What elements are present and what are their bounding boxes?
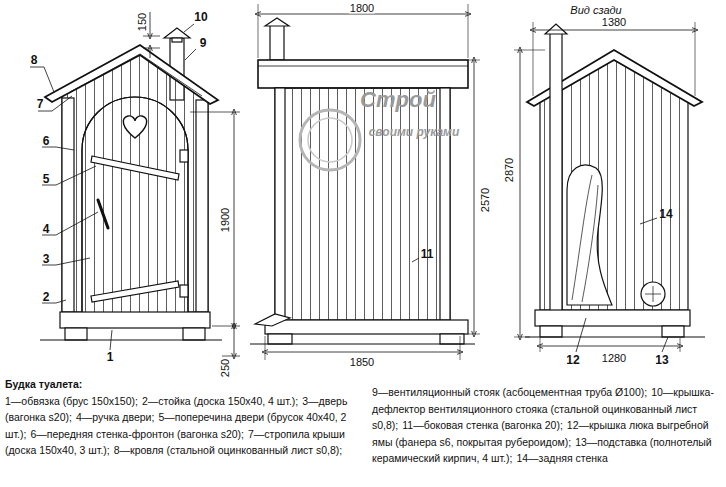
parts-list-item: 11—боковая стенка (вагонка 20); <box>402 419 563 431</box>
dimension: 1280 <box>601 353 627 364</box>
caption: Будка туалета: <box>5 376 365 393</box>
callout-number: 2 <box>43 291 50 303</box>
parts-list-item: 6—передняя стенка-фронтон (вагонка s20); <box>30 428 244 440</box>
dimension: 2870 <box>504 157 515 183</box>
parts-list-column: Будка туалета: 1—обвязка (брус 150х150); 2… <box>5 376 365 459</box>
callout-number: 4 <box>43 223 50 235</box>
parts-list-item: 9—вентиляционный стояк (асбоцементная тр… <box>372 386 647 398</box>
parts-list-item: 8—кровля (стальной оцинкованный лист s0,… <box>114 444 343 456</box>
dimension: 1850 <box>349 357 375 368</box>
parts-list-item: 1—обвязка (брус 150х150); <box>5 395 138 407</box>
callout-number: 13 <box>655 354 668 366</box>
dimension: 1900 <box>220 207 231 233</box>
watermark: Строй <box>360 89 436 111</box>
callout-number: 14 <box>659 208 672 220</box>
callout-number: 11 <box>421 248 434 260</box>
callout-number: 9 <box>200 37 207 49</box>
callout-number: 5 <box>43 173 50 185</box>
watermark: своими руками <box>369 126 460 138</box>
callout-number: 1 <box>107 351 114 363</box>
callout-number: 12 <box>566 354 579 366</box>
callout-number: 7 <box>37 98 44 110</box>
parts-list-item: 2—стойка (доска 150х40, 4 шт.); <box>142 395 298 407</box>
parts-list-item: 4—ручка двери; <box>76 411 154 423</box>
dimension: 2570 <box>480 187 491 213</box>
view-title: Вид сзади <box>569 5 622 16</box>
callout-number: 3 <box>43 253 50 265</box>
parts-list-column: 9—вентиляционный стояк (асбоцементная тр… <box>372 384 722 467</box>
dimension: 1800 <box>349 3 375 14</box>
dimension: 250 <box>220 358 231 378</box>
callout-number: 10 <box>194 11 207 23</box>
dimension: 150 <box>137 12 148 32</box>
callout-number: 8 <box>31 54 38 66</box>
callout-number: 6 <box>43 135 50 147</box>
parts-list-item: 14—задняя стенка <box>516 452 607 464</box>
dimension: 1380 <box>601 17 627 28</box>
